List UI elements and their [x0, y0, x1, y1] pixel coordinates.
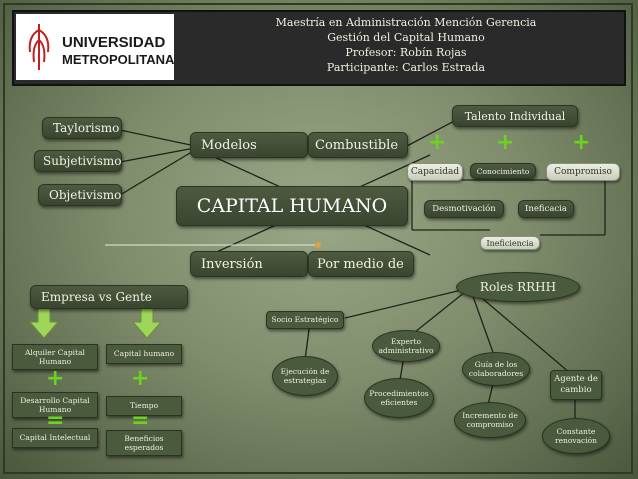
header-participant: Participante: Carlos Estrada	[326, 61, 486, 74]
center-node: CAPITAL HUMANO	[176, 186, 408, 226]
role-socio: Socio Estratégico	[266, 311, 344, 329]
slide-frame	[3, 3, 633, 474]
capital-humano: Capital humano	[106, 344, 182, 364]
desarrollo-capital: Desarrollo Capital Humano	[12, 392, 98, 418]
talento-title: Talento Individual	[452, 105, 578, 127]
role-incremento: Incremento de compromiso	[454, 402, 526, 438]
roles-rrhh: Roles RRHH	[456, 272, 580, 302]
talento-capacidad: Capacidad	[407, 163, 463, 181]
tiempo: Tiempo	[106, 396, 182, 416]
plus-icon: +	[572, 130, 591, 155]
header-program: Maestría en Administración Mención Geren…	[275, 16, 537, 29]
empresa-vs-gente: Empresa vs Gente	[30, 285, 188, 309]
role-experto: Experto administrativo	[372, 330, 440, 362]
beneficios-esperados: Beneficios esperados	[106, 430, 182, 456]
header-professor: Profesor: Robín Rojas	[345, 46, 467, 59]
logo-line-2: METROPOLITANA	[62, 52, 175, 67]
capital-intelectual: Capital Intelectual	[12, 428, 98, 448]
logo-line-1: UNIVERSIDAD	[62, 34, 166, 51]
alquiler-capital: Alquiler Capital Humano	[12, 344, 98, 370]
plus-icon: +	[428, 130, 447, 155]
talento-ineficiencia: Ineficiencia	[480, 236, 540, 250]
modelo-objetivismo: Objetivismo	[38, 184, 122, 206]
branch-por-medio: Por medio de	[308, 251, 414, 277]
talento-ineficacia: Ineficacia	[518, 200, 574, 218]
role-procedimientos: Procedimientos eficientes	[364, 378, 434, 418]
logo-emblem-icon	[28, 24, 50, 70]
university-logo: UNIVERSIDAD METROPOLITANA	[16, 14, 174, 80]
branch-combustible: Combustible	[308, 132, 408, 158]
role-constante: Constante renovación	[542, 418, 610, 454]
talento-conocimiento: Conocimiento	[470, 163, 536, 179]
role-agente: Agente de cambio	[550, 370, 602, 400]
equals-icon: =	[131, 408, 150, 433]
branch-modelos: Modelos	[190, 132, 308, 158]
equals-icon: =	[46, 408, 65, 433]
plus-icon: +	[46, 366, 65, 391]
talento-desmotivacion: Desmotivación	[424, 200, 504, 218]
modelo-subjetivismo: Subjetivismo	[34, 150, 122, 172]
talento-compromiso: Compromiso	[546, 163, 620, 181]
modelo-taylorismo: Taylorismo	[42, 117, 122, 139]
plus-icon: +	[496, 130, 515, 155]
header-course: Gestión del Capital Humano	[327, 31, 485, 44]
plus-icon: +	[131, 366, 150, 391]
role-guia: Guía de los colaboradores	[462, 352, 530, 386]
role-ejecucion: Ejecución de estrategias	[272, 356, 338, 396]
branch-inversion: Inversión	[190, 251, 308, 277]
